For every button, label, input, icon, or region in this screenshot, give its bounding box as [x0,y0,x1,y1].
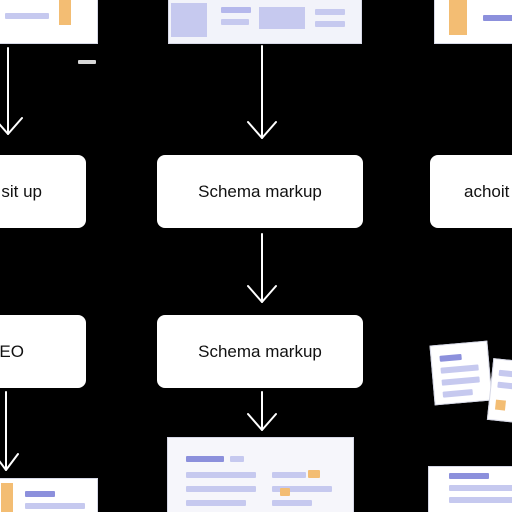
doc-line [498,369,512,379]
node-center-top: Schema markup [157,155,363,228]
orange-block [1,483,13,512]
card-line [186,456,224,462]
top-center-page-card [168,0,362,44]
card-line [186,472,256,478]
doc-line [440,364,479,374]
card-line [449,485,512,491]
node-left-top-label: sit up [1,181,42,201]
card-line [483,15,512,21]
orange-block [449,0,467,35]
card-line [272,486,332,492]
node-center-bottom: Schema markup [157,315,363,388]
bottom-center-page-card [167,437,354,512]
floating-document-front [486,358,512,424]
card-line [272,472,306,478]
card-line [186,500,246,506]
doc-line [441,376,480,386]
card-line [221,19,249,25]
top-right-page-card [434,0,512,44]
card-line [315,21,345,27]
doc-line [439,353,462,362]
arrow-center-middle [247,233,277,303]
small-gray-dash [78,60,96,64]
card-line [272,500,312,506]
card-line [5,13,49,19]
card-line [230,456,244,462]
card-line [449,497,512,503]
arrow-left-bottom [0,391,19,471]
floating-document-back [429,340,493,406]
card-line [280,488,290,496]
card-line [308,470,320,478]
card-line [315,9,345,15]
arrow-center-top [247,45,277,139]
card-tab [171,3,207,37]
card-line [186,486,256,492]
top-left-page-card [0,0,98,44]
arrow-left-top [0,47,23,135]
node-left-bottom-label: SEO [0,341,24,361]
card-line [449,473,489,479]
node-left-top: sit up [0,155,86,228]
node-right-top: achoit [430,155,512,228]
card-line [25,503,85,509]
node-right-top-label: achoit [464,181,510,201]
bottom-left-page-card [0,478,98,512]
doc-line [497,381,512,391]
node-center-top-label: Schema markup [198,181,322,201]
card-line [25,491,55,497]
arrow-center-bottom [247,391,277,431]
node-center-bottom-label: Schema markup [198,341,322,361]
orange-block [494,399,506,411]
card-line [221,7,251,13]
card-panel [259,7,305,29]
orange-block [59,0,71,25]
bottom-right-page-card [428,466,512,512]
doc-line [442,389,473,398]
node-left-bottom: SEO [0,315,86,388]
